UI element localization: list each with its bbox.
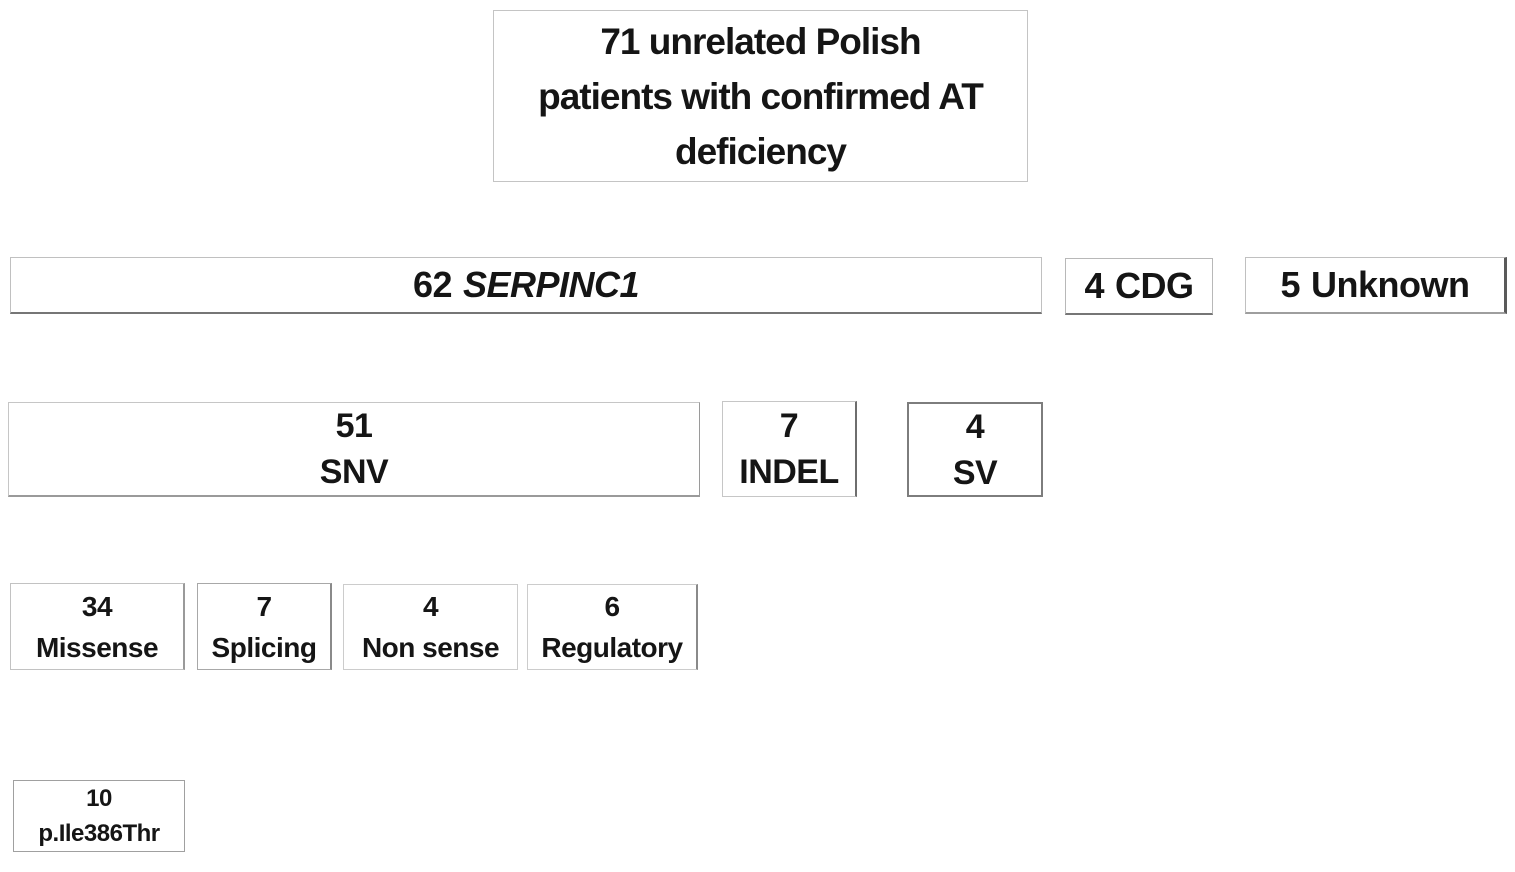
sv-count: 4	[965, 407, 985, 446]
nonsense-label: Non sense	[361, 632, 500, 663]
splicing-count: 7	[256, 590, 272, 622]
ile386thr-label: p.Ile386Thr	[38, 820, 160, 847]
splicing-label: Splicing	[211, 631, 317, 663]
splicing-box: 7 Splicing	[197, 583, 332, 670]
snv-label: SNV	[319, 453, 389, 491]
regulatory-count: 6	[604, 591, 620, 622]
sv-label: SV	[952, 453, 998, 492]
unknown-count: 5	[1280, 264, 1301, 305]
indel-box: 7 INDEL	[722, 401, 857, 497]
root-line-3: deficiency	[675, 130, 847, 172]
cdg-box: 4 CDG	[1065, 258, 1213, 315]
serpinc1-box: 62 SERPINC1	[10, 257, 1042, 314]
ile386thr-box: 10 p.Ile386Thr	[13, 780, 185, 852]
serpinc1-count: 62	[412, 264, 453, 305]
indel-count: 7	[779, 407, 799, 445]
unknown-box: 5 Unknown	[1245, 257, 1507, 314]
root-patients-box: 71 unrelated Polish patients with confir…	[493, 10, 1028, 182]
serpinc1-label: SERPINC1	[462, 264, 640, 305]
snv-box: 51 SNV	[8, 402, 700, 497]
cdg-count: 4	[1084, 265, 1105, 306]
missense-label: Missense	[35, 631, 159, 663]
nonsense-box: 4 Non sense	[343, 584, 518, 670]
root-line-2: patients with confirmed AT	[538, 75, 984, 117]
nonsense-count: 4	[422, 591, 439, 622]
ile386thr-count: 10	[86, 785, 112, 812]
root-line-1: 71 unrelated Polish	[600, 20, 921, 62]
indel-label: INDEL	[739, 453, 839, 491]
missense-count: 34	[81, 590, 113, 622]
cdg-label: CDG	[1115, 265, 1194, 306]
regulatory-box: 6 Regulatory	[527, 584, 698, 670]
unknown-label: Unknown	[1311, 264, 1470, 305]
regulatory-label: Regulatory	[541, 632, 683, 663]
missense-box: 34 Missense	[10, 583, 185, 670]
sv-box: 4 SV	[907, 402, 1043, 497]
snv-count: 51	[335, 407, 373, 445]
